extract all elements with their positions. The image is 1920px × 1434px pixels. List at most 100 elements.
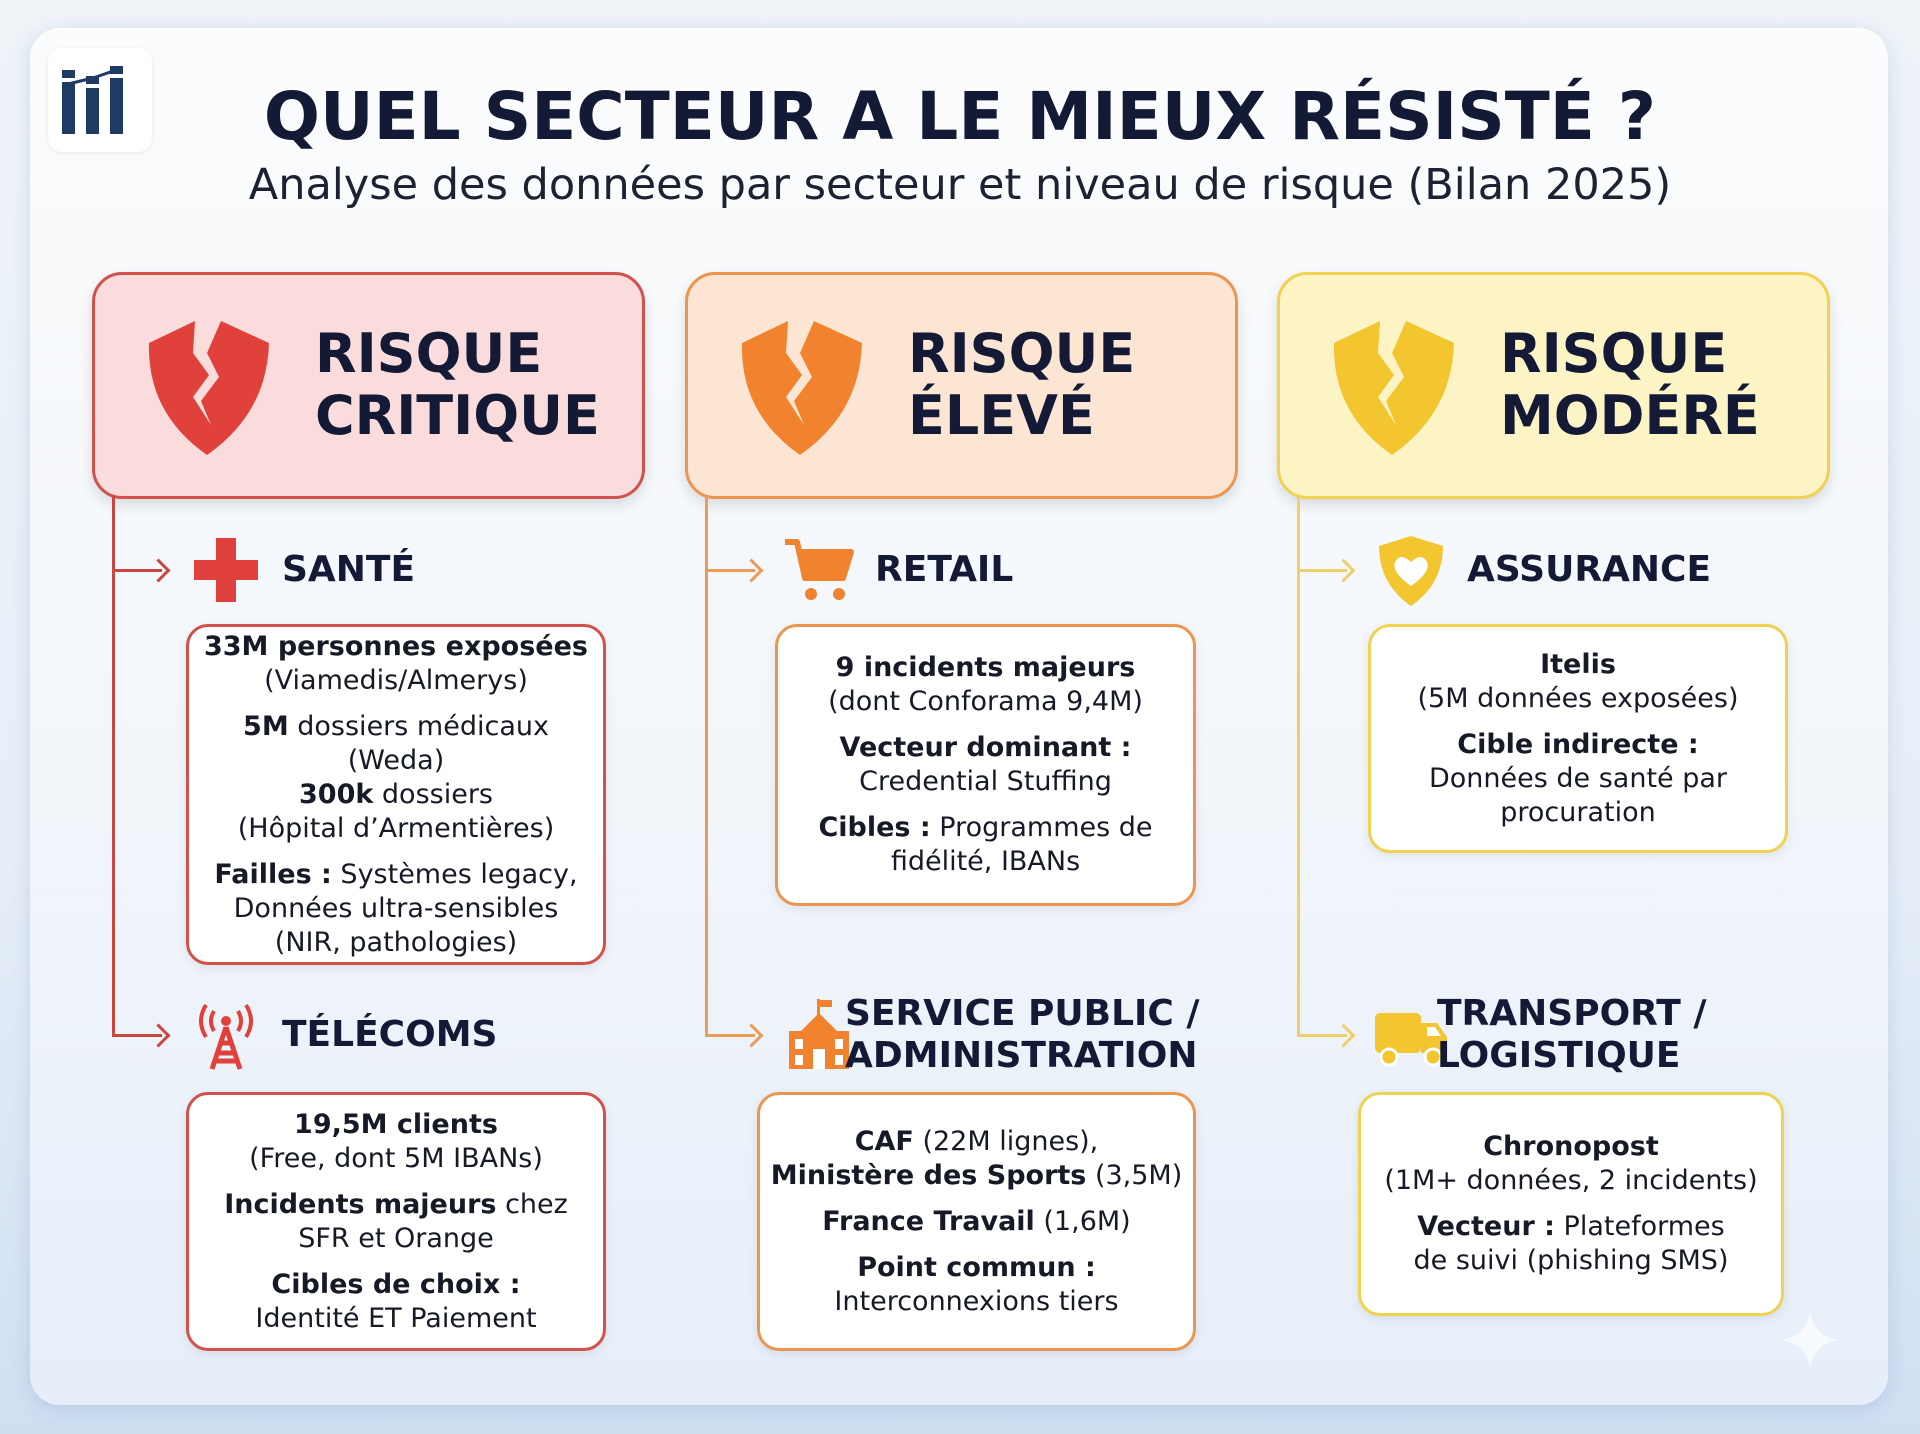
sector-details-box: 33M personnes exposées(Viamedis/Almerys)… xyxy=(186,624,606,965)
detail-highlight: Failles : xyxy=(214,858,332,890)
detail-text: dossiers xyxy=(373,778,493,810)
sector-title: TRANSPORT /LOGISTIQUE xyxy=(1437,993,1707,1077)
detail-text: dossiers médicaux (Weda) xyxy=(288,710,549,776)
detail-text: (22M lignes), xyxy=(913,1125,1099,1157)
detail-text: SFR et Orange xyxy=(298,1222,494,1254)
connector-arrow xyxy=(112,569,162,572)
connector-line xyxy=(112,496,115,1037)
detail-text: de suivi (phishing SMS) xyxy=(1413,1245,1729,1276)
detail-highlight: 33M personnes exposées xyxy=(203,630,588,662)
detail-text: Données ultra-sensibles xyxy=(233,892,559,924)
sector-details-box: Chronopost(1M+ données, 2 incidents) Vect… xyxy=(1358,1092,1784,1316)
detail-text: Données de santé par xyxy=(1428,762,1728,794)
detail-text: (5M données exposées) xyxy=(1417,682,1739,714)
risk-label-line1: RISQUE xyxy=(315,322,543,385)
detail-text: Plateformes xyxy=(1554,1211,1725,1242)
bar-chart-logo-icon xyxy=(62,66,123,134)
sector-title-line2: LOGISTIQUE xyxy=(1437,1035,1681,1076)
sector-title: RETAIL xyxy=(875,549,1014,590)
detail-text: Systèmes legacy, xyxy=(331,858,578,890)
sector-title-line1: SERVICE PUBLIC / xyxy=(845,993,1200,1034)
detail-highlight: 300k xyxy=(299,778,374,810)
detail-highlight: Cibles de choix : xyxy=(271,1268,521,1300)
detail-highlight: 19,5M clients xyxy=(294,1108,498,1140)
detail-paragraph: Vecteur dominant :Credential Stuffing xyxy=(840,731,1132,799)
connector-arrow xyxy=(705,569,755,572)
detail-highlight: CAF xyxy=(854,1125,914,1157)
detail-text: Interconnexions tiers xyxy=(834,1285,1119,1317)
shield-heart-icon xyxy=(1373,532,1449,608)
detail-text: Identité ET Paiement xyxy=(255,1302,537,1334)
detail-text: (1,6M) xyxy=(1034,1205,1131,1237)
sector-details-box: CAF (22M lignes),Ministère des Sports (3… xyxy=(757,1092,1196,1351)
detail-text: chez xyxy=(496,1188,568,1220)
detail-paragraph: Itelis(5M données exposées) xyxy=(1417,648,1738,716)
detail-paragraph: CAF (22M lignes),Ministère des Sports (3… xyxy=(771,1125,1183,1193)
detail-text: (dont Conforama 9,4M) xyxy=(828,686,1143,717)
sector-title-line2: ADMINISTRATION xyxy=(845,1035,1198,1076)
antenna-tower-icon xyxy=(188,997,264,1073)
detail-text: fidélité, IBANs xyxy=(890,846,1081,877)
detail-paragraph: Failles : Systèmes legacy,Données ultra-… xyxy=(214,858,577,960)
detail-paragraph: 9 incidents majeurs(dont Conforama 9,4M) xyxy=(828,651,1143,719)
sector-title: TÉLÉCOMS xyxy=(282,1014,498,1055)
detail-highlight: 5M xyxy=(243,710,289,742)
detail-paragraph: France Travail (1,6M) xyxy=(822,1205,1130,1239)
risk-label-line2: ÉLEVÉ xyxy=(908,384,1095,447)
detail-text: Programmes de xyxy=(930,812,1153,843)
detail-text: (3,5M) xyxy=(1086,1159,1183,1191)
detail-paragraph: Point commun :Interconnexions tiers xyxy=(834,1251,1118,1319)
detail-text: Credential Stuffing xyxy=(859,766,1112,797)
risk-label-line1: RISQUE xyxy=(1500,322,1728,385)
risk-label-line2: CRITIQUE xyxy=(315,384,600,447)
detail-text: (1M+ données, 2 incidents) xyxy=(1384,1165,1758,1196)
detail-text: (Hôpital d’Armentières) xyxy=(237,812,555,844)
shopping-cart-icon xyxy=(781,532,857,608)
detail-highlight: Cible indirecte : xyxy=(1457,728,1699,760)
sector-title-line1: TRANSPORT / xyxy=(1437,993,1707,1034)
sector-title: ASSURANCE xyxy=(1467,549,1712,590)
detail-highlight: Ministère des Sports xyxy=(770,1159,1087,1191)
connector-line xyxy=(1297,496,1300,1037)
public-building-icon xyxy=(781,997,857,1073)
sector-title: SERVICE PUBLIC /ADMINISTRATION xyxy=(845,993,1200,1077)
detail-paragraph: Chronopost(1M+ données, 2 incidents) xyxy=(1384,1130,1757,1198)
connector-arrow xyxy=(705,1034,755,1037)
detail-highlight: Incidents majeurs xyxy=(224,1188,497,1220)
detail-highlight: Chronopost xyxy=(1483,1131,1659,1162)
delivery-truck-icon xyxy=(1373,997,1449,1073)
detail-highlight: Vecteur : xyxy=(1417,1211,1555,1242)
detail-paragraph: Cibles de choix :Identité ET Paiement xyxy=(255,1268,536,1336)
sector-details-box: 9 incidents majeurs(dont Conforama 9,4M)… xyxy=(775,624,1196,906)
sector-details-box: Itelis(5M données exposées) Cible indirec… xyxy=(1368,624,1788,853)
detail-paragraph: 33M personnes exposées(Viamedis/Almerys) xyxy=(204,630,588,698)
sector-details-box: 19,5M clients(Free, dont 5M IBANs) Incide… xyxy=(186,1092,606,1351)
risk-label-line1: RISQUE xyxy=(908,322,1136,385)
detail-text: (Free, dont 5M IBANs) xyxy=(249,1142,543,1174)
broken-shield-icon xyxy=(135,313,285,463)
connector-arrow xyxy=(1297,1034,1347,1037)
page-subtitle: Analyse des données par secteur et nivea… xyxy=(248,160,1672,210)
detail-paragraph: 19,5M clients(Free, dont 5M IBANs) xyxy=(249,1108,543,1176)
detail-text: (NIR, pathologies) xyxy=(274,926,518,958)
detail-text: procuration xyxy=(1500,796,1656,828)
detail-text: (Viamedis/Almerys) xyxy=(264,664,528,696)
logo xyxy=(48,48,152,152)
detail-highlight: Cibles : xyxy=(818,812,931,843)
detail-highlight: Point commun : xyxy=(857,1251,1096,1283)
detail-highlight: Itelis xyxy=(1540,648,1616,680)
connector-arrow xyxy=(112,1034,162,1037)
page-title: QUEL SECTEUR A LE MIEUX RÉSISTÉ ? xyxy=(263,78,1657,155)
connector-arrow xyxy=(1297,569,1347,572)
broken-shield-icon xyxy=(728,313,878,463)
